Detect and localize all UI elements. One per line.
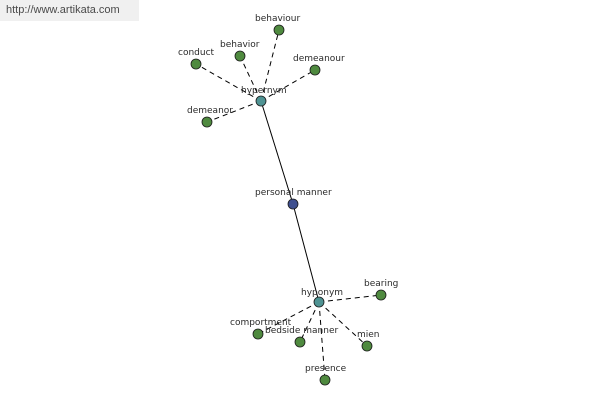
node-label-personal-manner: personal manner	[255, 188, 332, 198]
node-label-hypernym: hypernym	[241, 86, 287, 96]
node-label-behavior: behavior	[220, 40, 260, 50]
node-mien[interactable]: mien	[357, 330, 380, 352]
node-dot-bearing[interactable]	[375, 289, 387, 301]
node-label-bearing: bearing	[364, 279, 398, 289]
node-demeanor[interactable]: demeanor	[187, 106, 233, 128]
node-label-presence: presence	[305, 364, 347, 374]
node-dot-hyponym[interactable]	[313, 296, 325, 308]
node-presence[interactable]: presence	[305, 364, 347, 386]
node-hypernym[interactable]: hypernym	[241, 86, 287, 107]
node-dot-behaviour[interactable]	[273, 24, 285, 36]
node-dot-demeanour[interactable]	[309, 64, 321, 76]
node-personal-manner[interactable]: personal manner	[255, 188, 332, 210]
node-dot-comportment[interactable]	[252, 328, 264, 340]
node-dot-conduct[interactable]	[190, 58, 202, 70]
node-label-demeanor: demeanor	[187, 106, 233, 116]
node-dot-bedside-manner[interactable]	[294, 336, 306, 348]
node-bedside-manner[interactable]: bedside manner	[265, 326, 338, 348]
node-label-hyponym: hyponym	[301, 288, 343, 298]
edge-hyponym-comportment	[257, 301, 320, 335]
node-dot-mien[interactable]	[361, 340, 373, 352]
node-hyponym[interactable]: hyponym	[301, 288, 343, 308]
node-behavior[interactable]: behavior	[220, 40, 260, 62]
edge-hypernym-demeanour	[260, 69, 316, 102]
graph-nodes: behaviour behavior conduct demeanour demeano…	[178, 14, 398, 386]
edge-hyponym-bearing	[318, 294, 382, 303]
node-dot-presence[interactable]	[319, 374, 331, 386]
node-dot-demeanor[interactable]	[201, 116, 213, 128]
edge-hypernym-behaviour	[260, 29, 280, 102]
node-comportment[interactable]: comportment	[230, 318, 292, 340]
edge-hyponym-presence	[318, 301, 326, 381]
graph-edges	[195, 29, 382, 381]
node-demeanour[interactable]: demeanour	[293, 54, 345, 76]
edge-personal-manner-hypernym	[260, 100, 294, 205]
edge-hyponym-bedside-manner	[299, 301, 320, 343]
node-label-mien: mien	[357, 330, 380, 340]
edge-personal-manner-hyponym	[292, 203, 320, 303]
node-dot-behavior[interactable]	[234, 50, 246, 62]
node-dot-personal-manner[interactable]	[287, 198, 299, 210]
node-dot-hypernym[interactable]	[255, 95, 267, 107]
node-behaviour[interactable]: behaviour	[255, 14, 301, 36]
edge-hyponym-mien	[318, 301, 368, 347]
edge-hypernym-conduct	[195, 63, 262, 102]
site-watermark[interactable]: http://www.artikata.com	[0, 0, 139, 21]
node-label-bedside-manner: bedside manner	[265, 326, 338, 336]
node-label-behaviour: behaviour	[255, 14, 301, 24]
node-label-comportment: comportment	[230, 318, 292, 328]
node-conduct[interactable]: conduct	[178, 48, 215, 70]
node-bearing[interactable]: bearing	[364, 279, 398, 301]
node-label-conduct: conduct	[178, 48, 215, 58]
node-label-demeanour: demeanour	[293, 54, 345, 64]
edge-hypernym-demeanor	[206, 100, 262, 123]
